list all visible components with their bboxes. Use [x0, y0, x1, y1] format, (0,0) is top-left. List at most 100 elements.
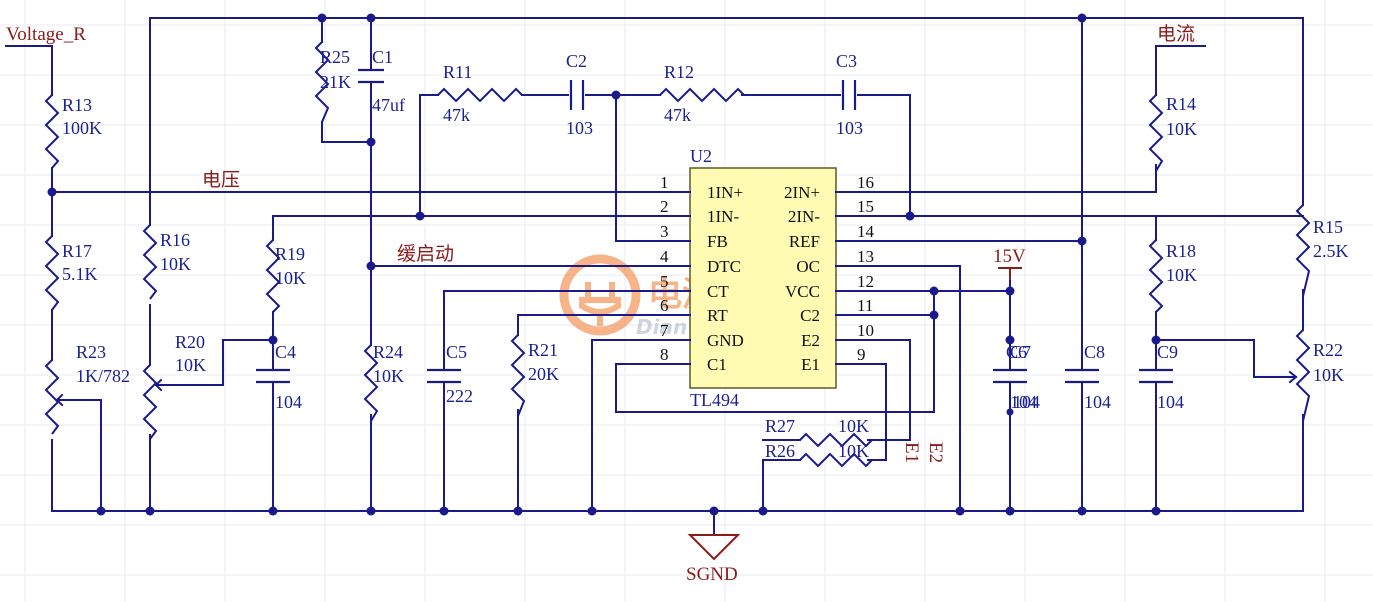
pin-4-name: DTC	[707, 257, 741, 276]
r20-body	[142, 364, 158, 440]
r13-value: 100K	[62, 118, 102, 138]
r16-body	[142, 224, 158, 300]
pin-8-name: C1	[707, 355, 727, 374]
pin-9-num: 9	[857, 345, 866, 364]
net-sgnd: SGND	[686, 564, 738, 585]
ic-u2[interactable]: U2 TL494 1 2 3 4 5 6 7 8 1IN+ 1IN- FB DT…	[649, 146, 877, 410]
r21-ref: R21	[528, 340, 558, 360]
r13-ref: R13	[62, 95, 92, 115]
junctions	[47, 13, 1161, 516]
c9-value: 104	[1157, 392, 1184, 412]
r26-ref: R26	[765, 441, 795, 461]
r16-ref: R16	[160, 230, 190, 250]
pin-4-num: 4	[660, 247, 669, 266]
r24-ref: R24	[373, 342, 403, 362]
r22-body	[1295, 329, 1311, 422]
pin-5-num: 5	[660, 272, 669, 291]
r24-value: 10K	[373, 366, 404, 386]
c5-body	[427, 368, 461, 384]
r18-body	[1148, 239, 1164, 313]
c5-value: 222	[446, 386, 473, 406]
r12-ref: R12	[664, 62, 694, 82]
r14-body	[1148, 94, 1164, 172]
pin-1-num: 1	[660, 173, 669, 192]
r23-ref: R23	[76, 342, 106, 362]
r20-ref: R20	[175, 332, 205, 352]
r14-value: 10K	[1166, 119, 1197, 139]
pin-2-num: 2	[660, 197, 669, 216]
r14-ref: R14	[1166, 94, 1196, 114]
ic-part: TL494	[690, 390, 739, 410]
pin-2-name: 1IN-	[707, 207, 739, 226]
pin-5-name: CT	[707, 282, 729, 301]
net-voltage: 电压	[202, 169, 240, 191]
r12-body	[659, 87, 745, 103]
c4-body	[256, 368, 290, 384]
pin-9-name: E1	[801, 355, 820, 374]
c2-value: 103	[566, 118, 593, 138]
pin-12-name: VCC	[785, 282, 820, 301]
pin-8-num: 8	[660, 345, 669, 364]
pin-7-name: GND	[707, 331, 744, 350]
c3-value: 103	[836, 118, 863, 138]
r11-ref: R11	[443, 62, 472, 82]
c6-body	[993, 368, 1027, 384]
pin-7-num: 7	[660, 321, 669, 340]
pin-14-name: REF	[789, 232, 820, 251]
r15-value: 2.5K	[1313, 241, 1349, 261]
vcc-15v-symbol: 15V	[993, 246, 1026, 280]
r11-value: 47k	[443, 105, 470, 125]
net-current: 电流	[1157, 23, 1195, 45]
net-15v: 15V	[993, 246, 1026, 267]
r16-value: 10K	[160, 254, 191, 274]
r21-body	[510, 334, 526, 417]
c8-body	[1065, 368, 1099, 384]
r23-body	[44, 359, 60, 435]
net-e2: E2	[925, 442, 946, 463]
r22-value: 10K	[1313, 365, 1344, 385]
ic-body	[689, 167, 837, 389]
r20-value: 10K	[175, 355, 206, 375]
c3-body	[841, 80, 857, 110]
c1-value: 47uf	[372, 95, 405, 115]
c2-body	[569, 80, 585, 110]
r13-body	[44, 94, 60, 169]
pin-10-num: 10	[857, 321, 874, 340]
pin-15-name: 2IN-	[788, 207, 820, 226]
pin-11-num: 11	[857, 296, 873, 315]
c9-body	[1139, 368, 1173, 384]
r11-body	[437, 87, 523, 103]
r15-body	[1295, 204, 1311, 297]
c1-body	[358, 68, 384, 84]
r17-ref: R17	[62, 241, 92, 261]
r15-ref: R15	[1313, 217, 1343, 237]
r25-body	[314, 41, 330, 123]
net-labels: Voltage_R 电流 电压 缓启动 E1 E2	[6, 23, 1195, 463]
pin-13-num: 13	[857, 247, 874, 266]
c6-value: 104	[1013, 392, 1040, 412]
c9-ref: C9	[1157, 342, 1178, 362]
resistor-symbols	[44, 41, 1311, 468]
pin-14-num: 14	[857, 222, 875, 241]
component-labels: R13 100K R17 5.1K R23 1K/782 R16 10K R20…	[62, 47, 1349, 461]
pin-16-num: 16	[857, 173, 874, 192]
r26-body	[799, 452, 873, 468]
c8-ref: C8	[1084, 342, 1105, 362]
c6-ref: C6	[1006, 342, 1027, 362]
r25-ref: R25	[320, 47, 350, 67]
r17-value: 5.1K	[62, 264, 98, 284]
r21-value: 20K	[528, 364, 559, 384]
r27-ref: R27	[765, 416, 795, 436]
net-soft-start: 缓启动	[397, 243, 454, 265]
net-e1: E1	[901, 442, 922, 463]
c5-ref: C5	[446, 342, 467, 362]
c4-value: 104	[275, 392, 302, 412]
pin-12-num: 12	[857, 272, 874, 291]
pin-3-name: FB	[707, 232, 728, 251]
net-voltage-r: Voltage_R	[6, 24, 86, 45]
pin-15-num: 15	[857, 197, 874, 216]
pin-3-num: 3	[660, 222, 669, 241]
